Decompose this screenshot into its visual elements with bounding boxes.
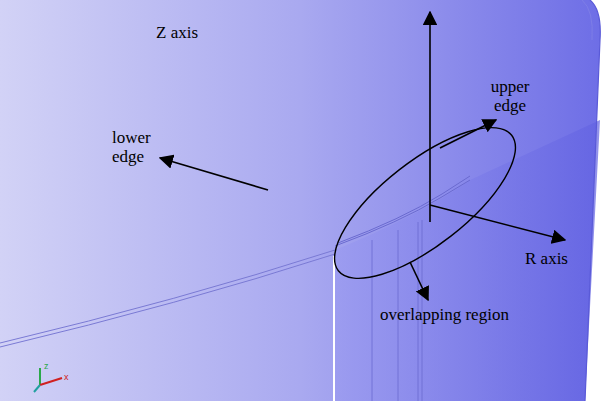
edge-label: lower edge: [112, 128, 162, 166]
axis-letter: x: [64, 372, 76, 382]
axis-label: Z axis: [156, 23, 236, 42]
axis-label: R axis: [525, 249, 595, 268]
axis-letter: z: [44, 361, 56, 371]
region-label: overlapping region: [380, 305, 580, 324]
edge-label: upper edge: [482, 77, 538, 115]
